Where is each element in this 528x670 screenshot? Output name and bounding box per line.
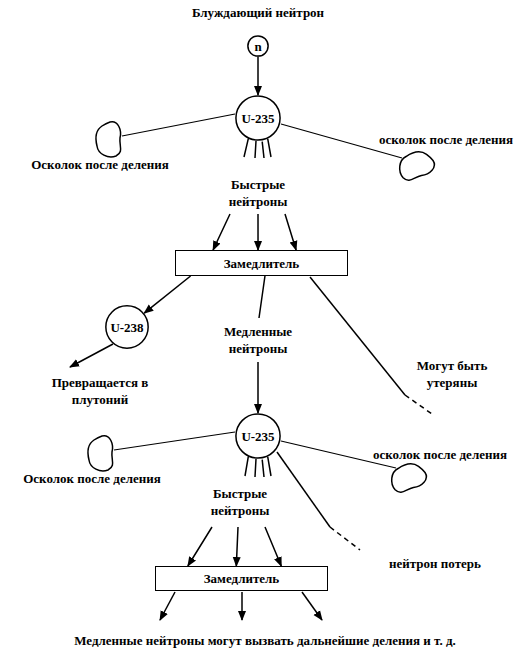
fragment-blob <box>395 147 436 182</box>
loss-line <box>277 452 330 527</box>
fragment-blob <box>88 436 113 471</box>
fragment-line <box>122 114 235 136</box>
edge-label: Медленные нейтроны <box>212 323 304 357</box>
annotation-text: Превращается в плутоний <box>43 374 157 408</box>
moderator-box: Замедлитель <box>175 250 348 276</box>
nucleus-circle: U-235 <box>234 412 282 460</box>
annotation-text: Осколок после деления <box>23 470 161 487</box>
circle-shape <box>106 306 148 348</box>
annotation-text: осколок после деления <box>379 131 513 148</box>
neutron-arrow <box>144 276 190 313</box>
neutron-arrow <box>257 57 259 95</box>
conversion-arrow <box>70 344 113 367</box>
fragment-blob <box>96 122 121 157</box>
node-label: U-235 <box>241 111 274 126</box>
loss-line-dashed <box>405 395 432 414</box>
loss-line <box>310 277 405 395</box>
node-label: Замедлитель <box>224 256 300 271</box>
circle-shape <box>248 36 268 56</box>
emission-line <box>262 142 264 158</box>
output-arrow <box>160 592 175 620</box>
annotation-text: Могут быть утеряны <box>409 357 495 391</box>
circle-shape <box>236 96 280 140</box>
annotation-text: нейтрон потерь <box>389 555 481 572</box>
emission-line <box>262 460 264 477</box>
diagram-title: Блуждающий нейтрон <box>192 4 324 21</box>
node-label: U-238 <box>110 320 143 335</box>
nucleus-circle: U-235 <box>234 94 282 142</box>
node-label: n <box>254 39 261 54</box>
output-arrow <box>241 592 243 620</box>
annotation-text: Быстрые нейтроны <box>198 485 282 519</box>
annotation-text: осколок после деления <box>373 446 507 463</box>
output-arrow <box>302 592 322 620</box>
node-label: Замедлитель <box>204 571 280 586</box>
nucleus-circle: U-238 <box>104 304 150 350</box>
moderator-box: Замедлитель <box>155 566 328 591</box>
fragment-blob <box>387 459 428 494</box>
nucleus-circle: n <box>247 35 269 57</box>
node-label: U-235 <box>241 429 274 444</box>
circle-shape <box>236 414 280 458</box>
loss-line-dashed <box>330 527 360 550</box>
fragment-line <box>114 432 235 450</box>
annotation-text: Медленные нейтроны могут вызвать дальней… <box>74 632 455 649</box>
annotation-text: Быстрые нейтроны <box>216 176 300 210</box>
annotation-text: Осколок после деления <box>31 156 169 173</box>
